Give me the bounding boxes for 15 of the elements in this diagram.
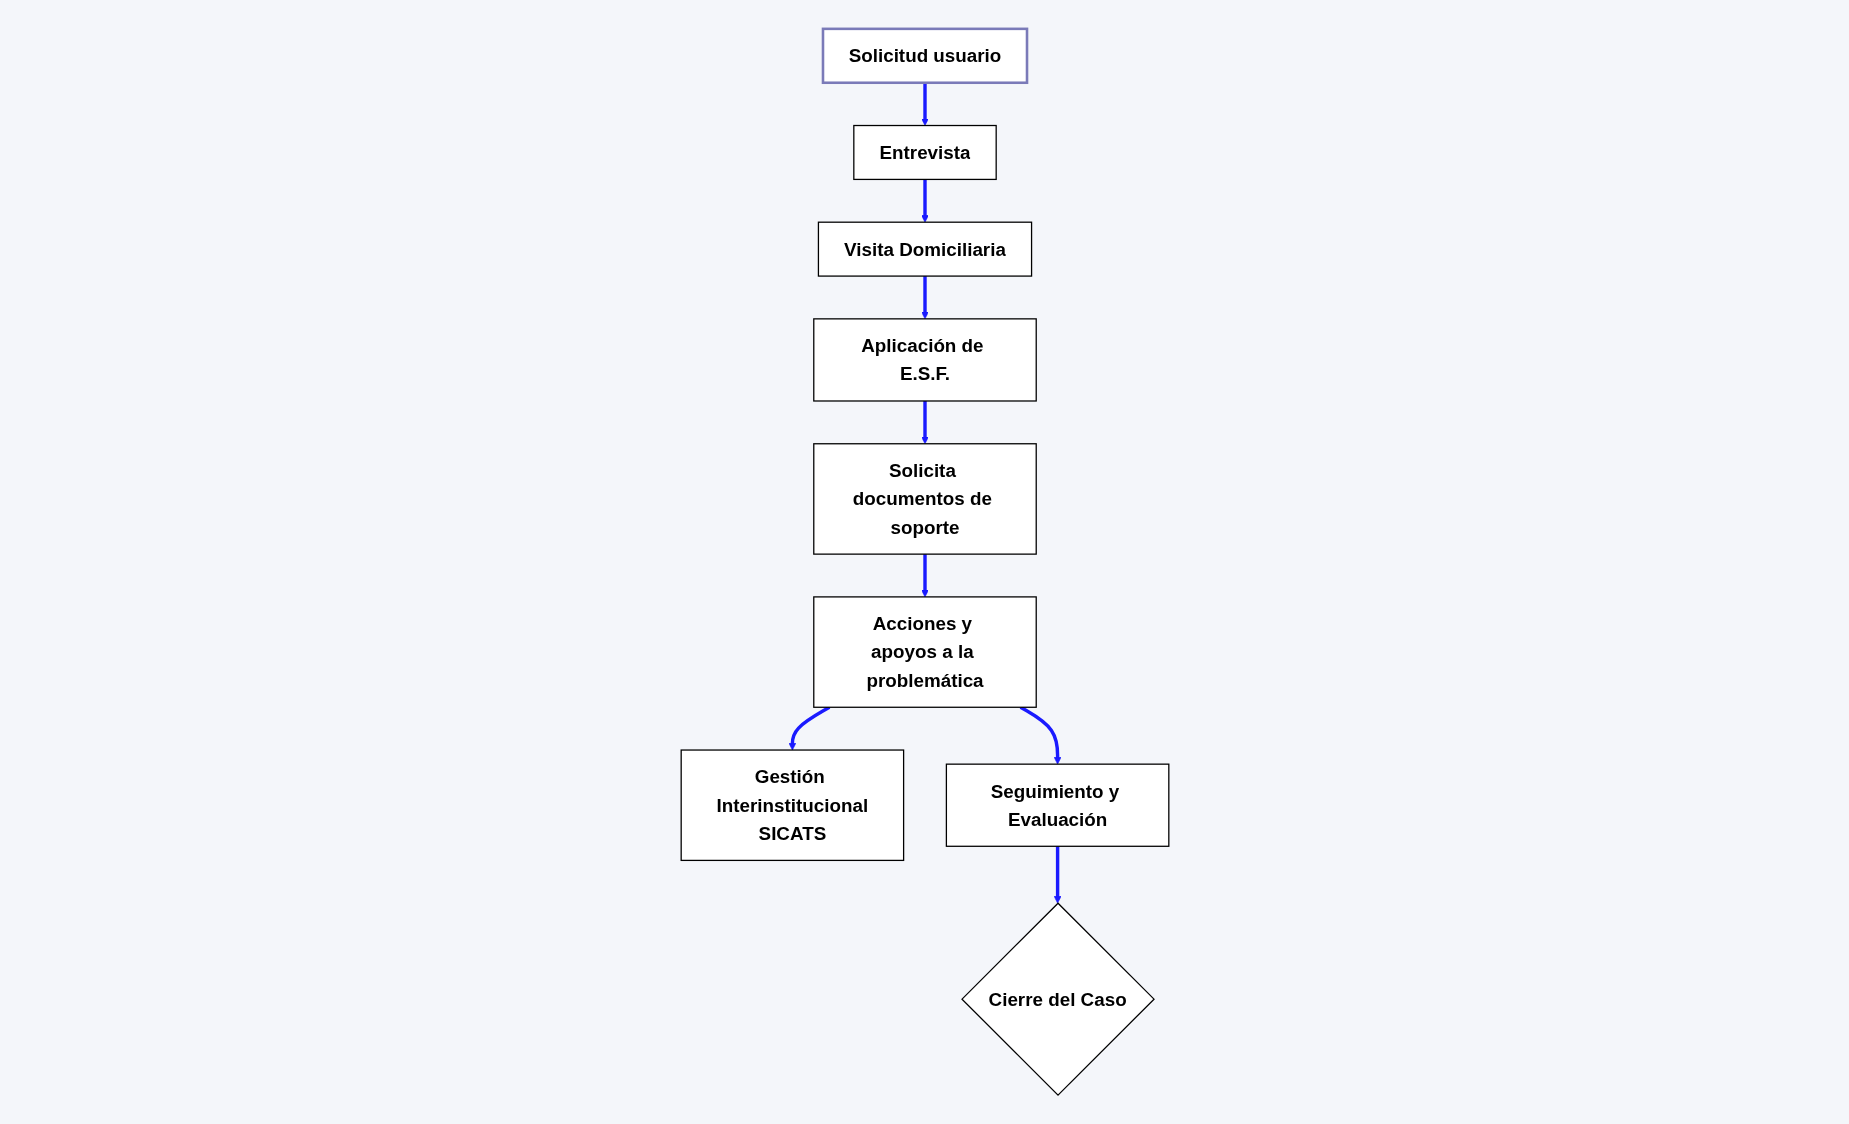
node-box: Seguimiento y Evaluación: [945, 763, 1169, 847]
node-box: Solicitud usuario: [821, 27, 1028, 85]
arrow: [920, 276, 929, 320]
node-diamond: Cierre del Caso: [960, 902, 1155, 1097]
node-box: Visita Domiciliaria: [817, 221, 1032, 277]
node-box: Gestión Interinstitucional SICATS: [680, 749, 904, 862]
arrow: [1053, 846, 1061, 904]
node-box: Entrevista: [852, 124, 997, 181]
arrow: [920, 179, 929, 223]
arrow: [920, 401, 929, 445]
arrow: [920, 82, 929, 126]
node-box: Acciones y apoyos a la problemática: [812, 596, 1037, 708]
node-box: Solicita documentos de soporte: [812, 443, 1037, 555]
arrow: [920, 554, 929, 598]
node-box: Aplicación de E.S.F.: [812, 318, 1037, 402]
